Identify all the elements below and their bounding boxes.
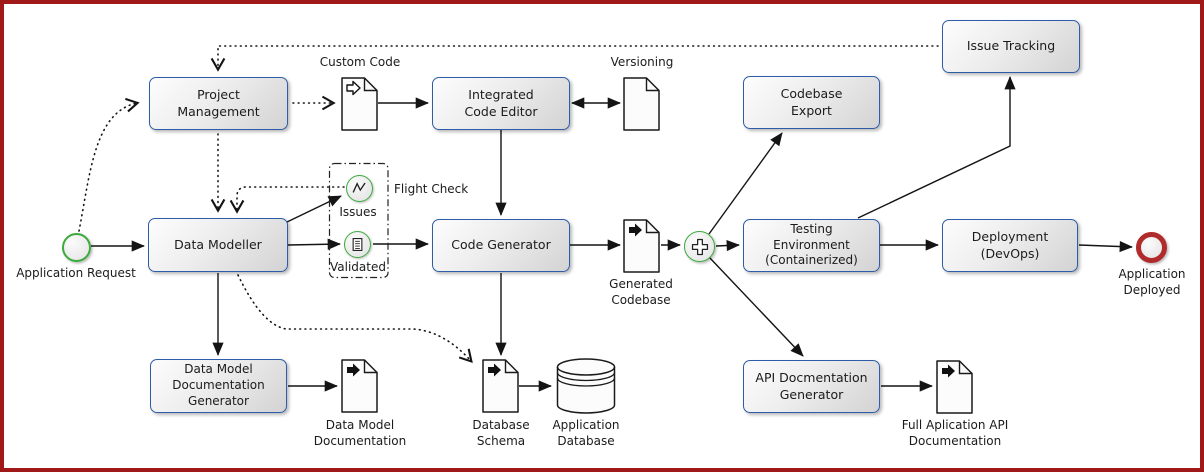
intermediate-event-validated[interactable] — [344, 231, 371, 258]
label-flight-check: Flight Check — [394, 182, 469, 196]
data-object-versioning[interactable] — [623, 77, 660, 135]
msg-start-to-project-management — [78, 97, 140, 232]
document-black-arrow-icon — [623, 219, 660, 273]
flow-gateway-to-codebase-export — [708, 132, 783, 235]
flow-testing-to-issue-tracking — [857, 76, 1016, 219]
msg-data-modeller-to-db-schema — [237, 274, 473, 364]
task-codebase-export[interactable]: Codebase Export — [743, 76, 880, 129]
label-full-api-documentation: Full Aplication API Documentation — [901, 418, 1009, 448]
lined-document-icon — [352, 238, 363, 251]
database-cylinder-icon — [556, 358, 616, 414]
document-hollow-arrow-icon — [341, 77, 378, 131]
end-event-application-deployed[interactable] — [1136, 232, 1167, 263]
flow-gateway-to-api-doc-generator — [708, 256, 804, 357]
intermediate-event-issues[interactable] — [346, 175, 373, 202]
task-project-management[interactable]: Project Management — [149, 77, 288, 130]
flight-check-group-box — [328, 162, 389, 279]
data-store-application-database[interactable] — [556, 357, 616, 419]
data-object-custom-code[interactable] — [341, 77, 378, 135]
parallel-gateway[interactable] — [684, 231, 715, 262]
label-application-request: Application Request — [16, 266, 136, 280]
task-data-modeller[interactable]: Data Modeller — [148, 218, 288, 272]
task-code-generator[interactable]: Code Generator — [432, 219, 570, 272]
label-database-schema: Database Schema — [472, 418, 530, 448]
label-generated-codebase: Generated Codebase — [609, 277, 673, 307]
flow-deployment-to-end — [1078, 240, 1133, 253]
msg-issue-tracking-to-project-management — [210, 45, 939, 72]
flow-gateway-to-testing — [715, 239, 740, 252]
zigzag-line-icon — [352, 182, 366, 193]
data-object-full-api-documentation[interactable] — [936, 360, 973, 418]
data-object-database-schema[interactable] — [482, 359, 519, 417]
task-deployment[interactable]: Deployment (DevOps) — [942, 219, 1078, 272]
task-data-model-documentation-generator[interactable]: Data Model Documentation Generator — [150, 359, 287, 413]
label-validated: Validated — [330, 260, 386, 274]
label-application-database: Application Database — [552, 418, 620, 448]
document-black-arrow-icon — [341, 359, 378, 413]
task-issue-tracking[interactable]: Issue Tracking — [942, 20, 1080, 73]
label-application-deployed: Application Deployed — [1118, 267, 1186, 297]
task-integrated-code-editor[interactable]: Integrated Code Editor — [432, 77, 570, 130]
data-object-data-model-documentation[interactable] — [341, 359, 378, 417]
flow-data-modeller-to-validated — [287, 238, 341, 250]
msg-issues-to-data-modeller — [229, 186, 345, 214]
document-black-arrow-icon — [482, 359, 519, 413]
label-versioning: Versioning — [610, 55, 674, 69]
document-icon — [623, 77, 660, 131]
task-api-documentation-generator[interactable]: API Docmentation Generator — [743, 360, 880, 413]
start-event-application-request[interactable] — [62, 233, 91, 262]
data-object-generated-codebase[interactable] — [623, 219, 660, 277]
label-issues: Issues — [339, 205, 377, 219]
flow-data-modeller-to-issues — [286, 195, 342, 223]
plus-circle-icon — [691, 238, 708, 255]
task-testing-environment[interactable]: Testing Environment (Containerized) — [743, 219, 880, 272]
label-custom-code: Custom Code — [319, 55, 401, 69]
label-data-model-documentation: Data Model Documentation — [313, 418, 407, 448]
document-black-arrow-icon — [936, 360, 973, 414]
